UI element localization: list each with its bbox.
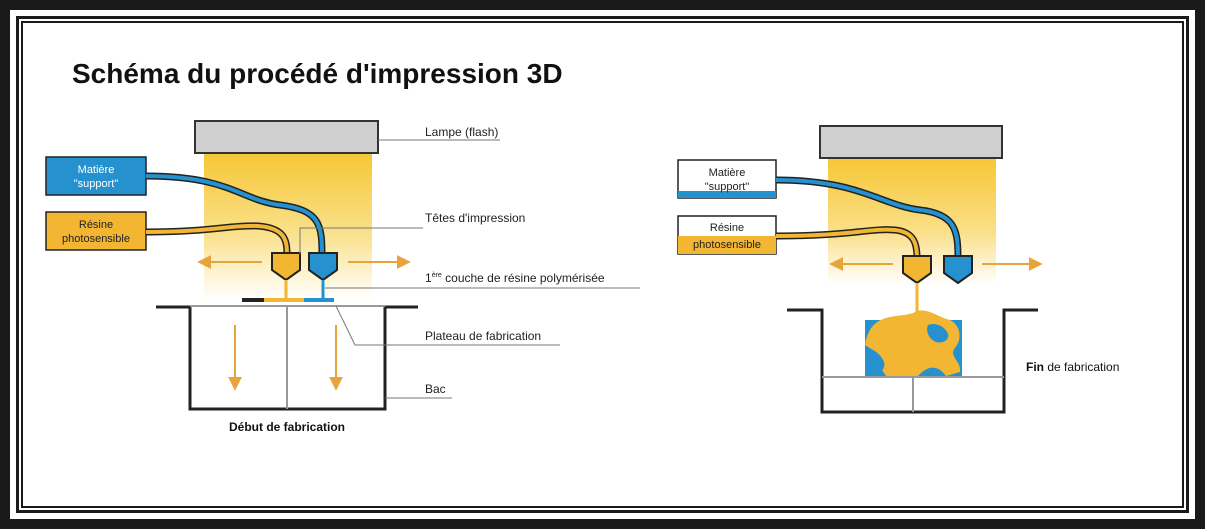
resin-label-right-line1: Résine — [710, 222, 744, 234]
support-label-line2: "support" — [74, 178, 119, 190]
resin-box-right: Résine photosensible — [677, 215, 777, 255]
resin-label-line1: Résine — [79, 219, 113, 231]
left-diagram: Matière "support" Résine photosensible — [45, 120, 640, 434]
first-layer-resin — [264, 298, 304, 302]
resin-print-head — [271, 252, 301, 282]
end-caption: Fin de fabrication — [1026, 360, 1119, 374]
first-layer-support — [242, 298, 280, 302]
tank-label: Bac — [425, 382, 446, 396]
resin-box: Résine photosensible — [45, 211, 147, 251]
support-label-right-line1: Matière — [709, 167, 746, 179]
support-material-box: Matière "support" — [45, 156, 147, 196]
first-layer-support-2 — [304, 298, 334, 302]
right-diagram: Matière "support" Résine photosensible — [677, 125, 1119, 414]
support-print-head — [308, 252, 338, 282]
first-layer-label: 1ère couche de résine polymérisée — [425, 271, 605, 285]
resin-label-right-line2: photosensible — [693, 239, 761, 251]
printed-object — [864, 310, 962, 376]
platform-label: Plateau de fabrication — [425, 329, 541, 343]
support-material-box-right: Matière "support" — [677, 159, 777, 199]
support-print-head-right — [943, 255, 973, 285]
support-label-right-line2: "support" — [705, 181, 750, 193]
resin-label-line2: photosensible — [62, 233, 130, 245]
lamp-right — [819, 125, 1003, 159]
support-label-line1: Matière — [78, 164, 115, 176]
resin-print-head-right — [902, 255, 932, 285]
diagram-title: Schéma du procédé d'impression 3D — [72, 58, 563, 89]
lamp-label: Lampe (flash) — [425, 125, 498, 139]
print-heads-label: Têtes d'impression — [425, 211, 525, 225]
start-caption: Début de fabrication — [229, 420, 345, 434]
lamp — [194, 120, 379, 154]
